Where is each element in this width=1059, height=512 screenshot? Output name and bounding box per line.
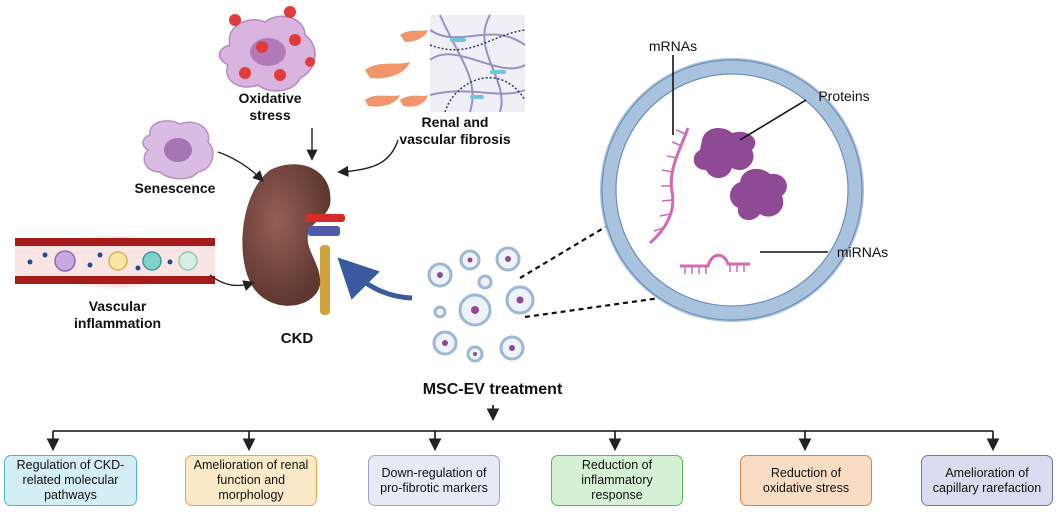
label-ckd: CKD bbox=[280, 330, 314, 347]
label-vascular-inflammation: Vascular inflammation bbox=[73, 298, 162, 331]
senescence-cell-icon bbox=[142, 120, 214, 180]
label-oxidative-stress: Oxidative stress bbox=[238, 90, 302, 123]
outcome-box-pathways: Regulation of CKD-related molecular path… bbox=[4, 455, 137, 506]
zoom-line-bottom bbox=[524, 296, 661, 319]
label-mirnas: miRNAs bbox=[836, 244, 889, 260]
arrow-fibrosis bbox=[337, 139, 399, 178]
outcome-box-inflammatory: Reduction of inflammatory response bbox=[551, 455, 683, 506]
label-senescence: Senescence bbox=[134, 180, 216, 196]
outcome-box-pro-fibrotic: Down-regulation of pro-fibrotic markers bbox=[368, 455, 500, 506]
fibrosis-illustration-icon bbox=[365, 14, 526, 113]
label-mrnas: mRNAs bbox=[648, 38, 698, 54]
label-proteins: Proteins bbox=[818, 88, 870, 104]
kidney-icon bbox=[242, 164, 345, 315]
treatment-arrow bbox=[337, 257, 413, 301]
large-vesicle-icon bbox=[600, 55, 864, 322]
label-renal-fibrosis: Renal and vascular fibrosis bbox=[399, 114, 511, 147]
blood-vessel-icon bbox=[15, 234, 215, 290]
oxidative-stress-cell-icon bbox=[218, 6, 316, 92]
outcome-box-oxidative: Reduction of oxidative stress bbox=[740, 455, 872, 506]
outcome-box-renal-function: Amelioration of renal function and morph… bbox=[185, 455, 317, 506]
zoom-line-top bbox=[519, 222, 613, 279]
arrow-inflammation bbox=[209, 274, 255, 291]
outcome-box-capillary: Amelioration of capillary rarefaction bbox=[921, 455, 1053, 506]
label-treatment: MSC-EV treatment bbox=[422, 381, 563, 398]
arrow-senescence bbox=[217, 151, 264, 182]
